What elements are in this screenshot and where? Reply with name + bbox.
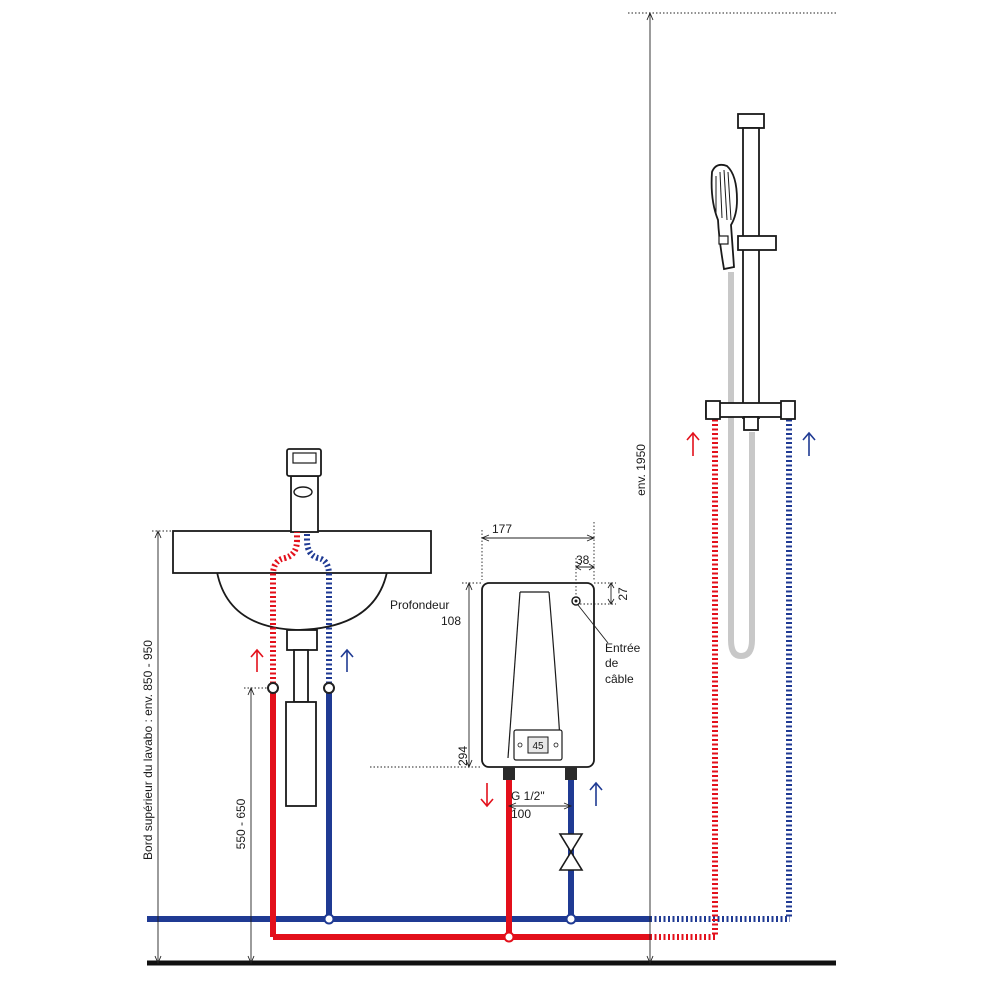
supply-height-dimension (244, 686, 268, 965)
hand-shower (710, 163, 738, 271)
cable-entry-line3: câble (605, 672, 634, 686)
heater-height-dimension (370, 581, 482, 769)
control-panel: 45 (513, 729, 563, 761)
heater-width-label: 177 (492, 522, 512, 536)
heater-height-label: 294 (456, 746, 470, 766)
arrow-up-icon (250, 648, 264, 672)
cable-offset-x-label: 38 (576, 553, 590, 567)
hot-connector (503, 767, 515, 780)
total-height-dimension (628, 11, 836, 965)
total-height-label: env. 1950 (634, 444, 648, 496)
water-heater: 45 (481, 582, 595, 780)
cable-offset-y-label: 27 (616, 587, 630, 601)
basin-cold-tee (323, 913, 335, 925)
heater-cold-tee (565, 913, 577, 925)
heater-width-dimension (480, 522, 596, 580)
basin-height-dimension (152, 529, 173, 965)
basin-hot-valve (267, 682, 279, 694)
basin-cold-feed (304, 532, 332, 688)
connection-thread: G 1/2" (511, 789, 545, 803)
depth-value: 108 (441, 614, 461, 628)
cable-entry-leader (577, 604, 609, 644)
depth-label: Profondeur (390, 598, 449, 612)
supply-height-label: 550 - 650 (234, 798, 248, 849)
shower-slide-bar (737, 113, 777, 419)
connection-spacing-dimension (507, 802, 573, 810)
shower-hose (728, 272, 755, 660)
arrow-up-icon (686, 431, 700, 456)
arrow-up-icon (589, 781, 603, 806)
cable-entry-line1: Entrée (605, 641, 641, 655)
cable-offset-x-dimension (575, 558, 595, 597)
basin-cold-valve (323, 682, 335, 694)
faucet (286, 448, 322, 533)
basin-hot-feed (270, 532, 300, 688)
siphon (285, 629, 318, 807)
heater-hot-tee (503, 931, 515, 943)
connection-spacing: 100 (511, 807, 531, 821)
cable-entry-line2: de (605, 656, 619, 670)
arrow-up-icon (802, 431, 816, 456)
basin-height-label: Bord supérieur du lavabo : env. 850 - 95… (141, 640, 155, 860)
arrow-up-icon (340, 648, 354, 672)
arrow-down-icon (480, 783, 494, 808)
display-value: 45 (532, 741, 544, 752)
washbasin (172, 448, 432, 807)
cable-offset-y-dimension (580, 582, 616, 605)
shutoff-valve-icon (558, 833, 584, 871)
thermostatic-mixer (705, 400, 796, 431)
cold-connector (565, 767, 577, 780)
